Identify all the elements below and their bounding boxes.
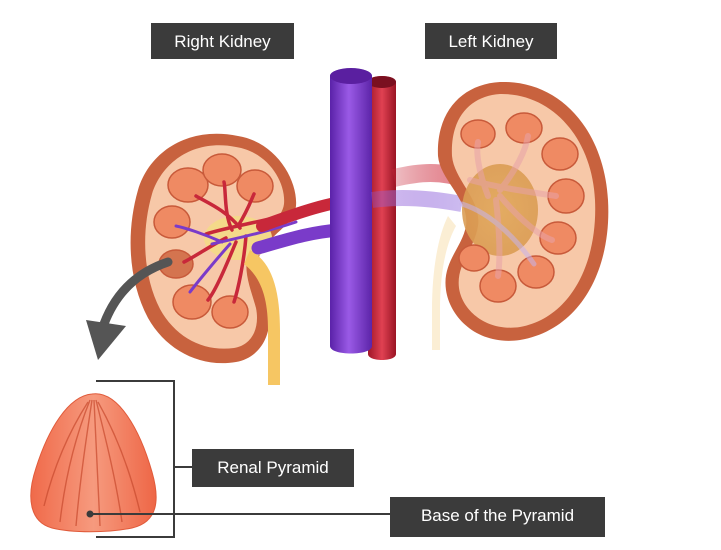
left-kidney-pyramids: [458, 112, 585, 303]
renal-pyramid-label: Renal Pyramid: [192, 449, 354, 487]
great-vessels: [330, 68, 396, 360]
right-kidney: [130, 133, 298, 385]
inferior-vena-cava: [330, 68, 372, 354]
right-kidney-vessels: [174, 180, 298, 304]
right-ureter: [244, 250, 280, 385]
left-renal-vein: [370, 189, 464, 212]
aorta: [368, 76, 396, 360]
pyramid-bracket: [96, 380, 175, 538]
base-of-pyramid-label: Base of the Pyramid: [390, 497, 605, 537]
left-kidney-label: Left Kidney: [425, 23, 557, 59]
left-kidney-vessels: [459, 133, 559, 279]
left-kidney: [432, 81, 609, 350]
right-kidney-label: Right Kidney: [151, 23, 294, 59]
callout-arrow: [86, 257, 173, 360]
pyramid-base-marker: [86, 510, 94, 518]
pyramid-striations: [43, 399, 141, 527]
renal-pyramid-shape: [30, 393, 157, 533]
renal-pyramid-enlarged: [30, 393, 157, 533]
right-kidney-pyramids: [153, 153, 274, 329]
callout-lines: [92, 380, 390, 538]
left-ureter: [432, 216, 456, 350]
